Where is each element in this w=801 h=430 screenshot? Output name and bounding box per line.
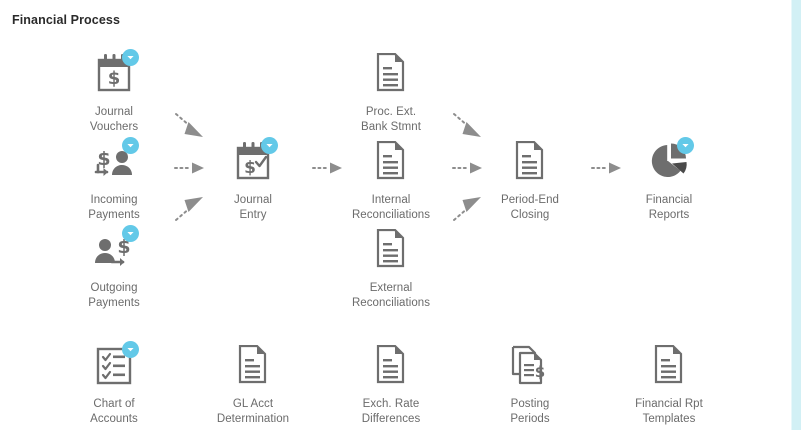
- process-node-label: Period-End Closing: [500, 194, 560, 221]
- icon-wrap-financial-rpt-templates: [611, 344, 727, 390]
- process-node-external-reconciliations[interactable]: External Reconciliations: [333, 228, 449, 310]
- icon-wrap-journal-entry: $: [195, 137, 311, 186]
- icon-wrap-internal-reconciliations: [333, 140, 449, 186]
- process-node-label: Journal Vouchers: [89, 106, 139, 133]
- process-node-period-end-closing[interactable]: Period-End Closing: [472, 140, 588, 222]
- document-icon: [653, 344, 685, 390]
- right-edge-scrollbar-strip[interactable]: [792, 0, 801, 430]
- process-node-financial-rpt-templates[interactable]: Financial Rpt Templates: [611, 344, 727, 426]
- process-node-label: Financial Rpt Templates: [635, 398, 703, 425]
- icon-wrap-chart-of-accounts: [56, 341, 172, 390]
- icon-wrap-journal-vouchers: $: [56, 49, 172, 98]
- document-icon: [375, 344, 407, 390]
- svg-text:$: $: [108, 68, 121, 89]
- chevron-down-icon[interactable]: [677, 137, 694, 154]
- conn-entry-to-internal: [312, 160, 350, 176]
- process-node-gl-acct-determination[interactable]: GL Acct Determination: [195, 344, 311, 426]
- process-node-chart-of-accounts[interactable]: Chart of Accounts: [56, 341, 172, 426]
- document-icon: [237, 344, 269, 390]
- process-node-label: Posting Periods: [510, 398, 550, 425]
- voucher-calendar-dollar-icon: $: [96, 53, 132, 98]
- icon-wrap-exch-rate-differences: [333, 344, 449, 390]
- icon-wrap-gl-acct-determination: [195, 344, 311, 390]
- process-node-label: GL Acct Determination: [216, 398, 290, 425]
- conn-external-to-closing: [452, 192, 486, 222]
- process-node-label: Outgoing Payments: [88, 282, 140, 309]
- journal-entry-calendar-icon: $: [235, 141, 271, 186]
- chevron-down-icon[interactable]: [122, 137, 139, 154]
- document-icon: [375, 228, 407, 274]
- chevron-down-icon[interactable]: [122, 341, 139, 358]
- process-node-financial-reports[interactable]: Financial Reports: [611, 137, 727, 222]
- panel-divider-line: [791, 0, 792, 430]
- chevron-down-icon[interactable]: [122, 225, 139, 242]
- icon-wrap-outgoing-payments: $: [56, 225, 172, 274]
- documents-dollar-icon: $: [511, 345, 549, 390]
- document-icon: [375, 140, 407, 186]
- process-node-label: Exch. Rate Differences: [361, 398, 421, 425]
- icon-wrap-posting-periods: $: [472, 344, 588, 390]
- process-node-outgoing-payments[interactable]: $ Outgoing Payments: [56, 225, 172, 310]
- document-icon: [514, 140, 546, 186]
- process-node-journal-entry[interactable]: $ Journal Entry: [195, 137, 311, 222]
- process-node-posting-periods[interactable]: $ Posting Periods: [472, 344, 588, 426]
- process-node-exch-rate-differences[interactable]: Exch. Rate Differences: [333, 344, 449, 426]
- process-node-label: External Reconciliations: [351, 282, 431, 309]
- conn-incoming-to-entry: [174, 160, 212, 176]
- process-node-label: Internal Reconciliations: [351, 194, 431, 221]
- svg-text:$: $: [97, 148, 110, 170]
- icon-wrap-proc-ext-bank-stmnt: [333, 52, 449, 98]
- process-node-journal-vouchers[interactable]: $ Journal Vouchers: [56, 49, 172, 134]
- icon-wrap-external-reconciliations: [333, 228, 449, 274]
- document-icon: [375, 52, 407, 98]
- conn-internal-to-closing: [452, 160, 490, 176]
- process-node-proc-ext-bank-stmnt[interactable]: Proc. Ext. Bank Stmnt: [333, 52, 449, 134]
- process-node-internal-reconciliations[interactable]: Internal Reconciliations: [333, 140, 449, 222]
- svg-text:$: $: [535, 363, 545, 381]
- chevron-down-icon[interactable]: [261, 137, 278, 154]
- process-node-label: Incoming Payments: [88, 194, 140, 221]
- icon-wrap-financial-reports: [611, 137, 727, 186]
- icon-wrap-incoming-payments: $: [56, 137, 172, 186]
- process-node-incoming-payments[interactable]: $ Incoming Payments: [56, 137, 172, 222]
- conn-closing-to-reports: [591, 160, 629, 176]
- pie-chart-icon: [650, 143, 688, 186]
- conn-bankstmnt-to-closing: [452, 112, 486, 142]
- page-title: Financial Process: [12, 13, 120, 27]
- conn-outgoing-to-entry: [174, 192, 208, 222]
- conn-vouchers-to-entry: [174, 112, 208, 142]
- icon-wrap-period-end-closing: [472, 140, 588, 186]
- chevron-down-icon[interactable]: [122, 49, 139, 66]
- svg-text:$: $: [244, 158, 256, 178]
- process-node-label: Proc. Ext. Bank Stmnt: [361, 106, 421, 133]
- process-node-label: Financial Reports: [645, 194, 693, 221]
- incoming-payment-person-icon: $: [94, 145, 134, 186]
- process-node-label: Chart of Accounts: [90, 398, 138, 425]
- process-node-label: Journal Entry: [233, 194, 273, 221]
